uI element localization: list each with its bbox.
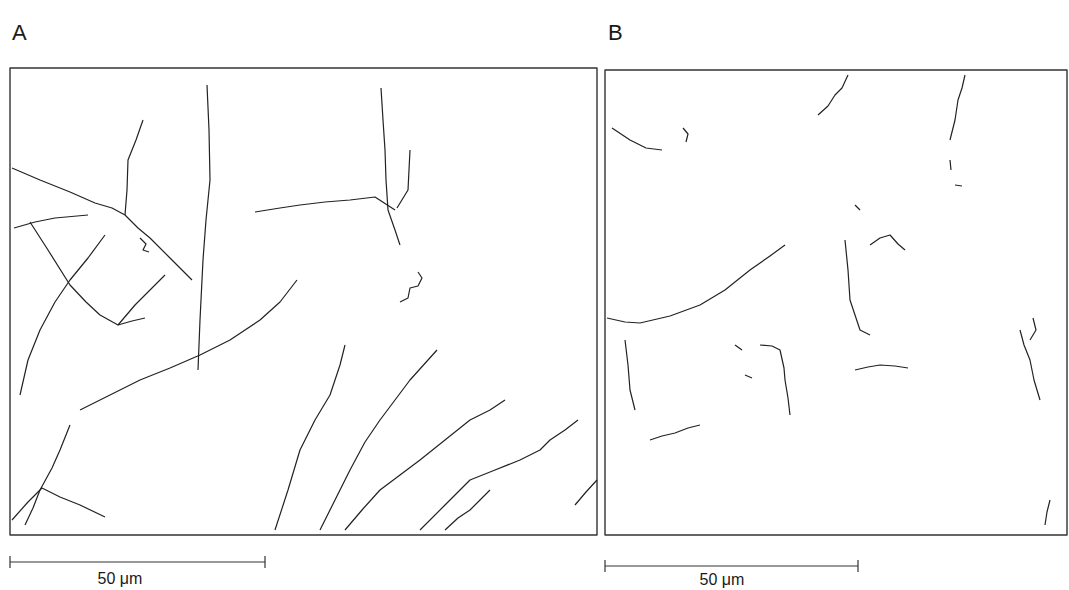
scale-bar — [10, 556, 858, 572]
crack-traces — [12, 75, 1050, 530]
panel-frame — [605, 70, 1067, 535]
panel-frame — [10, 68, 597, 535]
panel-letter: A — [12, 22, 27, 44]
scale-label: 50 μm — [700, 572, 745, 588]
panel-letter: B — [608, 22, 623, 44]
scale-label: 50 μm — [98, 571, 143, 587]
